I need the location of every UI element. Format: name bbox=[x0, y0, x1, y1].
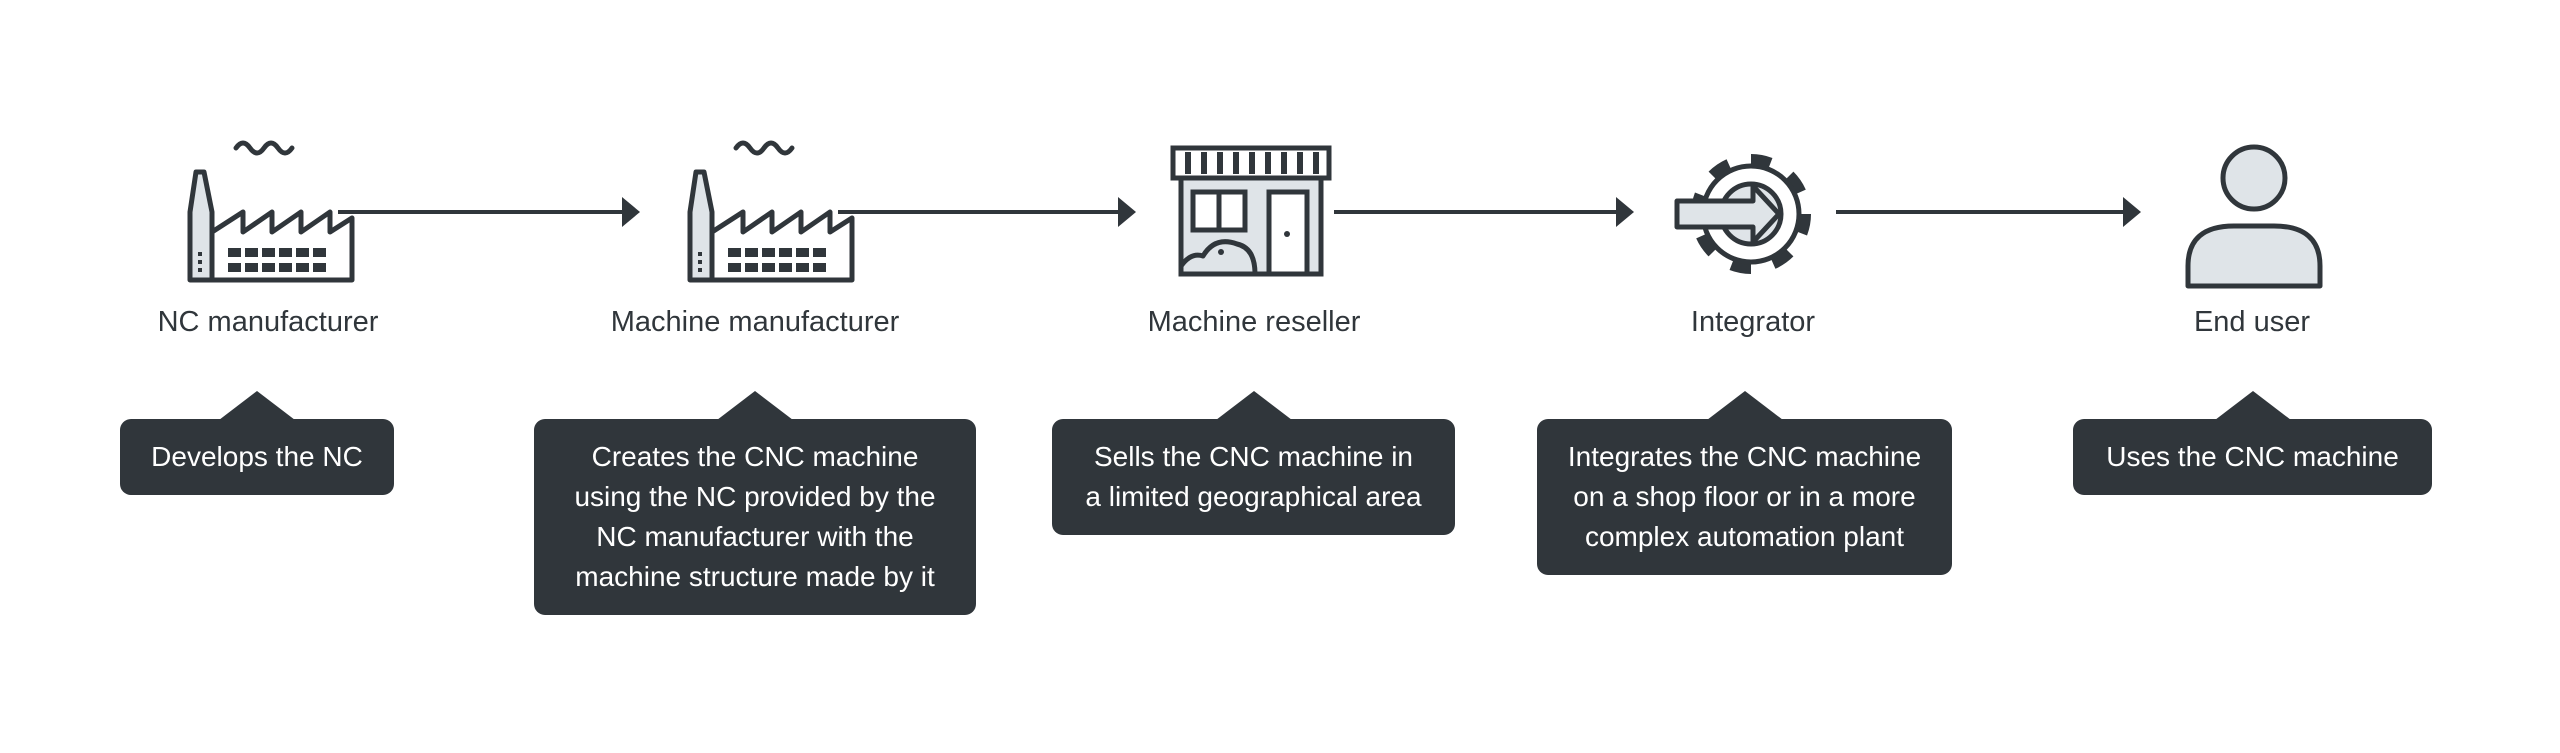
factory-icon bbox=[690, 143, 852, 280]
stage-label-integrator: Integrator bbox=[1690, 306, 1816, 338]
callout-machine-reseller: Sells the CNC machine in a limited geogr… bbox=[1052, 391, 1455, 535]
user-icon bbox=[2185, 144, 2323, 289]
callout-nc-manufacturer: Develops the NC bbox=[120, 391, 394, 495]
callout-text-line: machine structure made by it bbox=[575, 561, 935, 592]
callout-text-line: NC manufacturer with the bbox=[596, 521, 914, 552]
storefront-icon bbox=[1170, 145, 1332, 277]
flow-arrow-head bbox=[1118, 197, 1136, 227]
stage-label-machine-reseller: Machine reseller bbox=[1147, 306, 1361, 338]
stage-label-nc-manufacturer: NC manufacturer bbox=[157, 306, 379, 338]
callout-text-line: a limited geographical area bbox=[1085, 481, 1422, 512]
callout-text-line: Develops the NC bbox=[151, 441, 363, 472]
stage-label-machine-manufacturer: Machine manufacturer bbox=[610, 306, 900, 338]
flow-arrow-head bbox=[2123, 197, 2141, 227]
gear-arrow-icon bbox=[1674, 154, 1811, 274]
flow-arrow-head bbox=[1616, 197, 1634, 227]
flow-arrows bbox=[338, 197, 2141, 227]
callout-text-line: Integrates the CNC machine bbox=[1567, 441, 1922, 472]
callout-text-line: complex automation plant bbox=[1584, 521, 1905, 552]
stage-label-end-user: End user bbox=[2193, 306, 2311, 338]
callout-text-line: on a shop floor or in a more bbox=[1573, 481, 1916, 512]
callout-text-line: using the NC provided by the bbox=[574, 481, 936, 512]
callout-text-line: Sells the CNC machine in bbox=[1093, 441, 1414, 472]
flow-arrow-head bbox=[622, 197, 640, 227]
factory-icon bbox=[190, 143, 352, 280]
callout-text-line: Uses the CNC machine bbox=[2106, 441, 2399, 472]
callout-integrator: Integrates the CNC machine on a shop flo… bbox=[1537, 391, 1952, 575]
callout-machine-manufacturer: Creates the CNC machine using the NC pro… bbox=[534, 391, 976, 615]
callout-text-line: Creates the CNC machine bbox=[591, 441, 919, 472]
callout-end-user: Uses the CNC machine bbox=[2073, 391, 2432, 495]
